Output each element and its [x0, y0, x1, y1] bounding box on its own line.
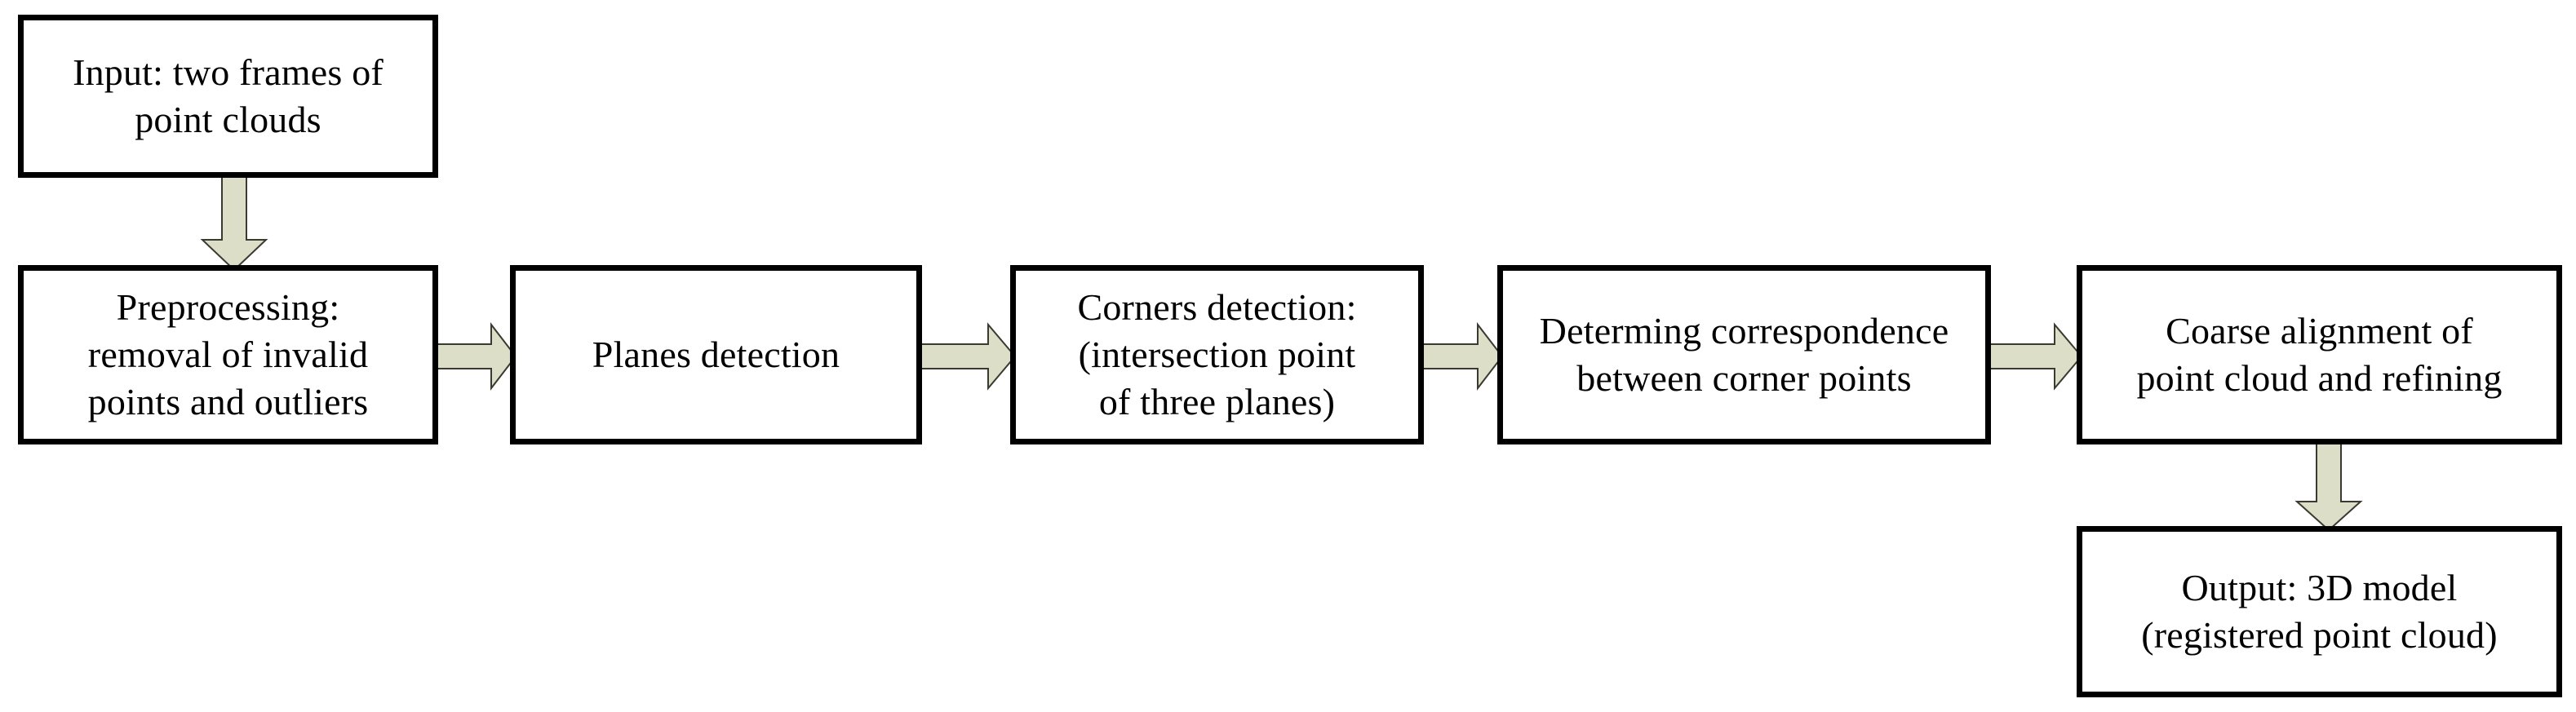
- arrow-coarse-to-output: [2297, 440, 2361, 531]
- coarse-alignment-node-line-2: point cloud and refining: [2136, 357, 2503, 399]
- preprocessing-node-line-3: points and outliers: [87, 380, 369, 422]
- preprocessing-node-line-1: Preprocessing:: [116, 286, 340, 329]
- arrow-down-icon: [2297, 440, 2361, 530]
- planes-detection-node[interactable]: Planes detection: [510, 265, 922, 444]
- arrow-preprocessing-to-planes: [432, 325, 517, 388]
- arrow-right-icon: [432, 325, 516, 388]
- input-node-text: Input: two frames of point clouds: [32, 49, 424, 144]
- correspondence-node-text: Determing correspondence between corner …: [1511, 307, 1977, 402]
- arrow-correspondence-to-coarse: [1985, 325, 2082, 388]
- input-node-line-1: Input: two frames of: [73, 51, 384, 94]
- corners-detection-node[interactable]: Corners detection: (intersection point o…: [1010, 265, 1424, 444]
- arrow-down-icon: [202, 173, 266, 270]
- arrow-input-to-preprocessing: [202, 173, 266, 271]
- corners-detection-node-line-1: Corners detection:: [1077, 286, 1357, 329]
- planes-detection-node-line-1: Planes detection: [592, 334, 840, 376]
- arrow-right-icon: [1418, 325, 1502, 388]
- coarse-alignment-node-text: Coarse alignment of point cloud and refi…: [2091, 307, 2548, 402]
- corners-detection-node-line-2: (intersection point: [1078, 334, 1356, 376]
- preprocessing-node[interactable]: Preprocessing: removal of invalid points…: [18, 265, 438, 444]
- output-node[interactable]: Output: 3D model (registered point cloud…: [2077, 526, 2562, 697]
- arrow-planes-to-corners: [916, 325, 1016, 388]
- corners-detection-node-line-3: of three planes): [1098, 380, 1336, 422]
- correspondence-node-line-2: between corner points: [1576, 357, 1912, 399]
- correspondence-node[interactable]: Determing correspondence between corner …: [1497, 265, 1991, 444]
- arrow-corners-to-correspondence: [1418, 325, 1503, 388]
- input-node-line-2: point clouds: [135, 99, 321, 140]
- output-node-text: Output: 3D model (registered point cloud…: [2091, 564, 2548, 659]
- coarse-alignment-node[interactable]: Coarse alignment of point cloud and refi…: [2077, 265, 2562, 444]
- planes-detection-node-text: Planes detection: [524, 331, 908, 378]
- input-node[interactable]: Input: two frames of point clouds: [18, 15, 438, 178]
- coarse-alignment-node-line-1: Coarse alignment of: [2166, 310, 2473, 352]
- output-node-line-1: Output: 3D model: [2181, 567, 2458, 609]
- correspondence-node-line-1: Determing correspondence: [1539, 310, 1949, 352]
- output-node-line-2: (registered point cloud): [2141, 614, 2498, 656]
- preprocessing-node-text: Preprocessing: removal of invalid points…: [32, 284, 424, 426]
- arrow-right-icon: [1985, 325, 2082, 388]
- preprocessing-node-line-2: removal of invalid: [87, 334, 369, 376]
- corners-detection-node-text: Corners detection: (intersection point o…: [1024, 284, 1410, 426]
- arrow-right-icon: [916, 325, 1015, 388]
